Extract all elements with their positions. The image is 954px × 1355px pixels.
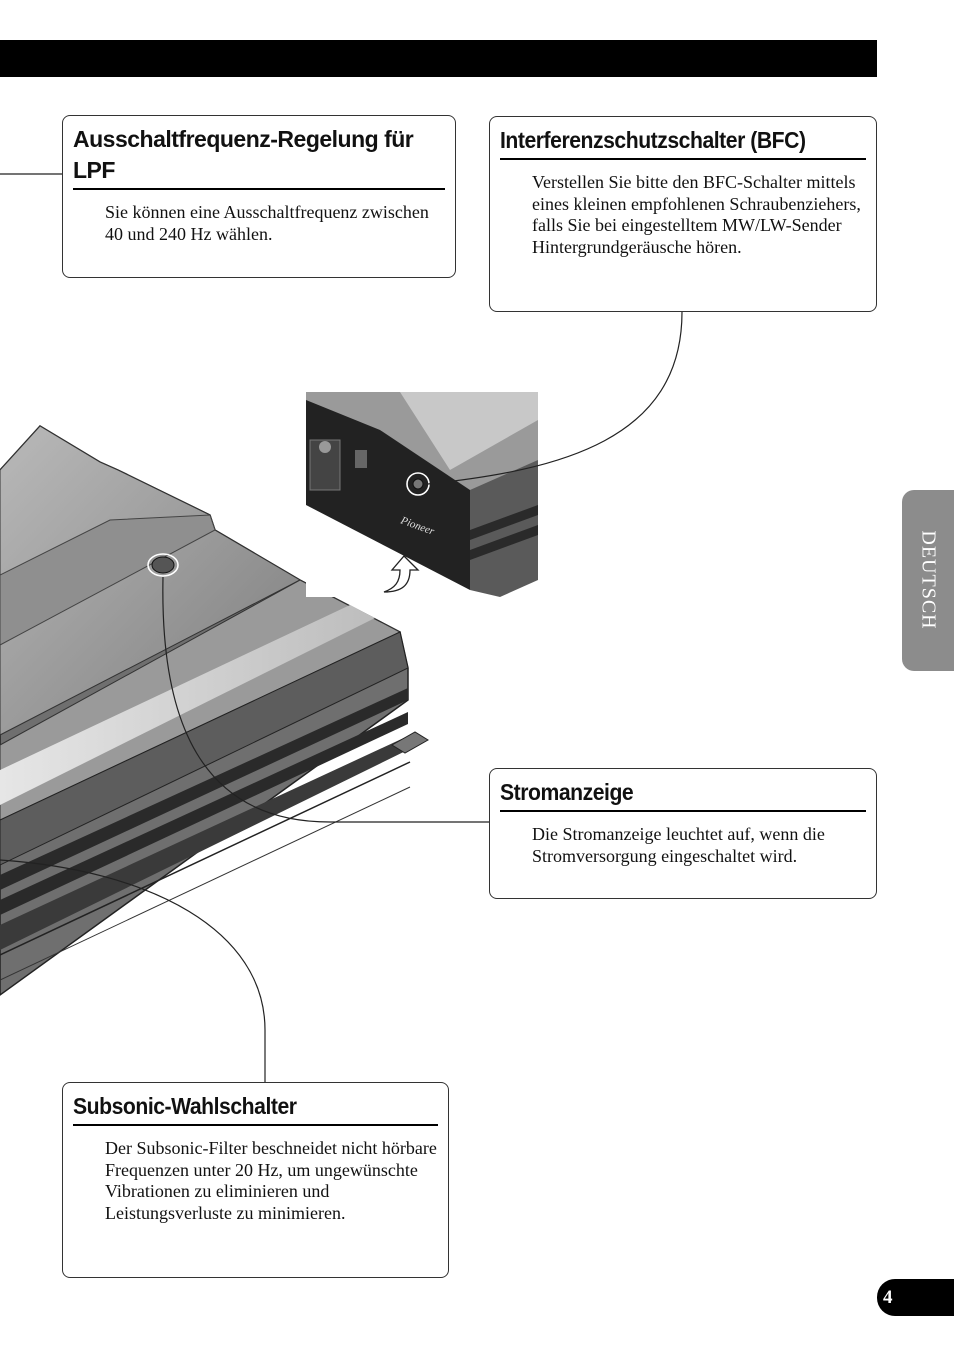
title-rule [500, 810, 866, 812]
title-rule [73, 1124, 438, 1126]
callout-power-body: Die Stromanzeige leuchtet auf, wenn die … [532, 824, 825, 866]
language-tab-label: DEUTSCH [917, 530, 940, 630]
title-rule [73, 188, 445, 190]
page-number: 4 [877, 1279, 954, 1316]
header-bar [0, 40, 877, 77]
callout-bfc-title: Interferenzschutzschalter (BFC) [500, 127, 806, 153]
callout-lpf: Ausschaltfrequenz-Regelung für LPF Sie k… [62, 115, 456, 278]
language-tab: DEUTSCH [902, 490, 954, 671]
up-arrow-icon [383, 555, 420, 593]
leader-lines [0, 173, 683, 1082]
callout-subsonic: Subsonic-Wahlschalter Der Subsonic-Filte… [62, 1082, 449, 1278]
inset-detail-image: Pioneer [306, 392, 538, 597]
callout-power-indicator: Stromanzeige Die Stromanzeige leuchtet a… [489, 768, 877, 899]
callout-subsonic-body: Der Subsonic-Filter beschneidet nicht hö… [105, 1138, 437, 1223]
callout-lpf-title: Ausschaltfrequenz-Regelung für LPF [73, 126, 414, 183]
amplifier-body [0, 425, 429, 996]
callout-bfc: Interferenzschutzschalter (BFC) Verstell… [489, 116, 877, 312]
callout-subsonic-title: Subsonic-Wahlschalter [73, 1093, 297, 1119]
callout-power-title: Stromanzeige [500, 779, 634, 805]
callout-lpf-body: Sie können eine Ausschaltfrequenz zwisch… [105, 202, 429, 244]
title-rule [500, 158, 866, 160]
callout-bfc-body: Verstellen Sie bitte den BFC-Schalter mi… [532, 172, 861, 257]
